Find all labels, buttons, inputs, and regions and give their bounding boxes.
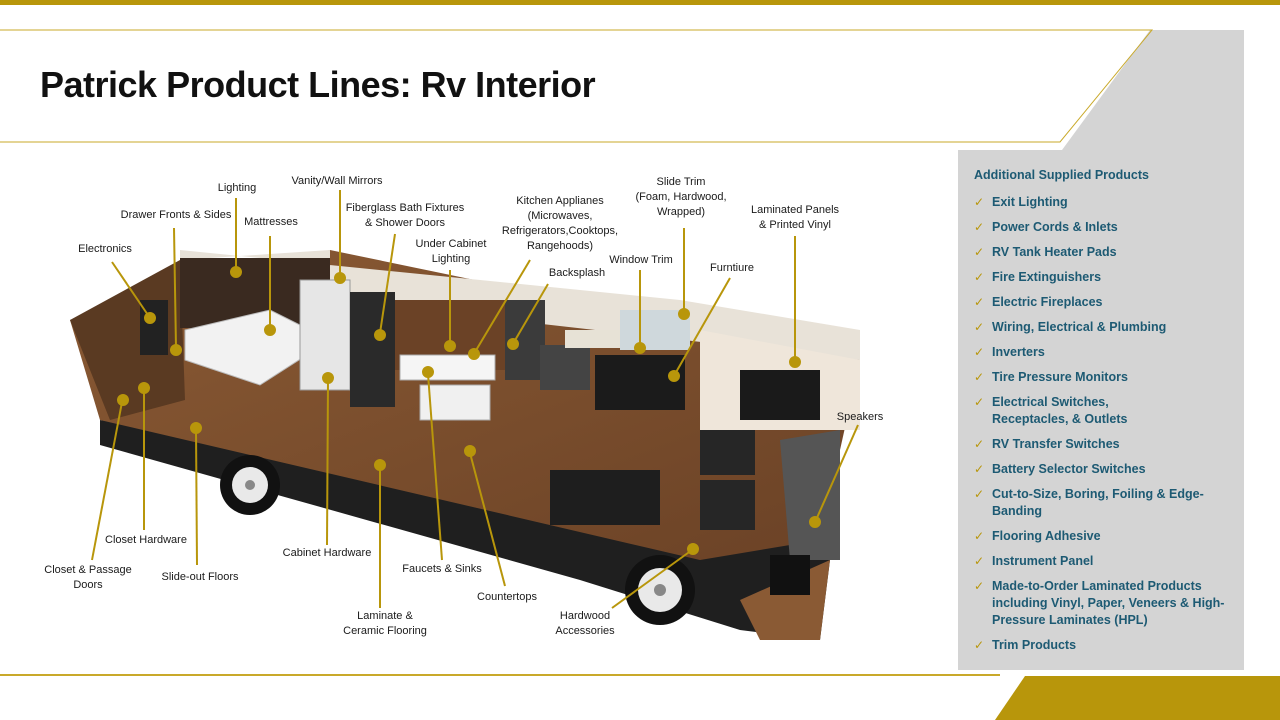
callout-under-cabinet: Under Cabinet Lighting: [415, 238, 487, 265]
checkmark-icon: ✓: [974, 487, 985, 501]
checkmark-icon: ✓: [974, 370, 985, 384]
list-item: ✓Made-to-Order Laminated Products includ…: [974, 579, 1225, 627]
list-item: ✓Inverters: [974, 345, 1045, 359]
list-item: ✓RV Tank Heater Pads: [974, 245, 1117, 259]
list-item: ✓Power Cords & Inlets: [974, 220, 1118, 234]
list-item: ✓Tire Pressure Monitors: [974, 370, 1128, 384]
list-item: ✓Instrument Panel: [974, 554, 1094, 568]
callout-cabinet-hardware: Cabinet Hardware: [282, 547, 372, 559]
callout-lighting: Lighting: [217, 182, 257, 194]
callout-closet-hardware: Closet Hardware: [105, 534, 187, 546]
callout-speakers: Speakers: [836, 411, 884, 423]
callout-vanity-mirrors: Vanity/Wall Mirrors: [291, 175, 383, 187]
checkmark-icon: ✓: [974, 579, 985, 593]
rear-wheel: [220, 455, 280, 515]
front-wheel: [625, 555, 695, 625]
header-decoration: [0, 29, 1244, 150]
slide-title: Patrick Product Lines: Rv Interior: [40, 64, 596, 105]
checkmark-icon: ✓: [974, 638, 985, 652]
callout-kitchen-appliances: Kitchen Applianes (Microwaves, Refrigera…: [501, 195, 619, 252]
callout-fiberglass-bath: Fiberglass Bath Fixtures & Shower Doors: [345, 202, 465, 229]
additional-products-title: Additional Supplied Products: [974, 168, 1149, 182]
bottom-accent-line: [0, 674, 1000, 676]
checkmark-icon: ✓: [974, 437, 985, 451]
list-item: ✓Cut-to-Size, Boring, Foiling & Edge- Ba…: [974, 487, 1204, 518]
callout-furniture: Furntiure: [709, 262, 755, 274]
checkmark-icon: ✓: [974, 245, 985, 259]
callout-closet-doors: Closet & Passage Doors: [44, 564, 132, 591]
checkmark-icon: ✓: [974, 529, 985, 543]
checkmark-icon: ✓: [974, 320, 985, 334]
checkmark-icon: ✓: [974, 345, 985, 359]
bottom-accent-bar: [995, 676, 1280, 720]
callout-laminated-panels: Laminated Panels & Printed Vinyl: [750, 204, 840, 231]
list-item: ✓Exit Lighting: [974, 195, 1068, 209]
callout-hardwood-accessories: Hardwood Accessories: [555, 610, 615, 637]
callout-laminate-flooring: Laminate & Ceramic Flooring: [343, 610, 427, 637]
top-accent-bar: [0, 0, 1280, 5]
list-item: ✓Flooring Adhesive: [974, 529, 1101, 543]
checkmark-icon: ✓: [974, 220, 985, 234]
callout-drawer-fronts: Drawer Fronts & Sides: [120, 209, 232, 221]
callout-slide-trim: Slide Trim (Foam, Hardwood, Wrapped): [635, 176, 727, 218]
callout-backsplash: Backsplash: [548, 267, 606, 279]
checkmark-icon: ✓: [974, 295, 985, 309]
callout-countertops: Countertops: [477, 591, 537, 603]
rv-interior-diagram: [70, 190, 860, 640]
additional-products-panel: [958, 150, 1244, 670]
callout-mattresses: Mattresses: [244, 216, 298, 228]
list-item: ✓Wiring, Electrical & Plumbing: [974, 320, 1167, 334]
callout-faucets-sinks: Faucets & Sinks: [402, 563, 482, 575]
callout-window-trim: Window Trim: [609, 254, 673, 266]
bed: [184, 309, 332, 386]
list-item: ✓RV Transfer Switches: [974, 437, 1120, 451]
checkmark-icon: ✓: [974, 270, 985, 284]
callout-slideout-floors: Slide-out Floors: [161, 571, 239, 583]
list-item: ✓Battery Selector Switches: [974, 462, 1146, 476]
list-item: ✓Trim Products: [974, 638, 1077, 652]
checkmark-icon: ✓: [974, 195, 985, 209]
list-item: ✓Electric Fireplaces: [974, 295, 1103, 309]
callout-leaders: [91, 190, 859, 609]
list-item: ✓Electrical Switches, Receptacles, & Out…: [974, 395, 1128, 426]
checkmark-icon: ✓: [974, 462, 985, 476]
callout-electronics: Electronics: [78, 243, 132, 255]
list-item: ✓Fire Extinguishers: [974, 270, 1102, 284]
checkmark-icon: ✓: [974, 554, 985, 568]
checkmark-icon: ✓: [974, 395, 985, 409]
additional-products-list: ✓Exit Lighting ✓Power Cords & Inlets ✓RV…: [974, 194, 1236, 662]
